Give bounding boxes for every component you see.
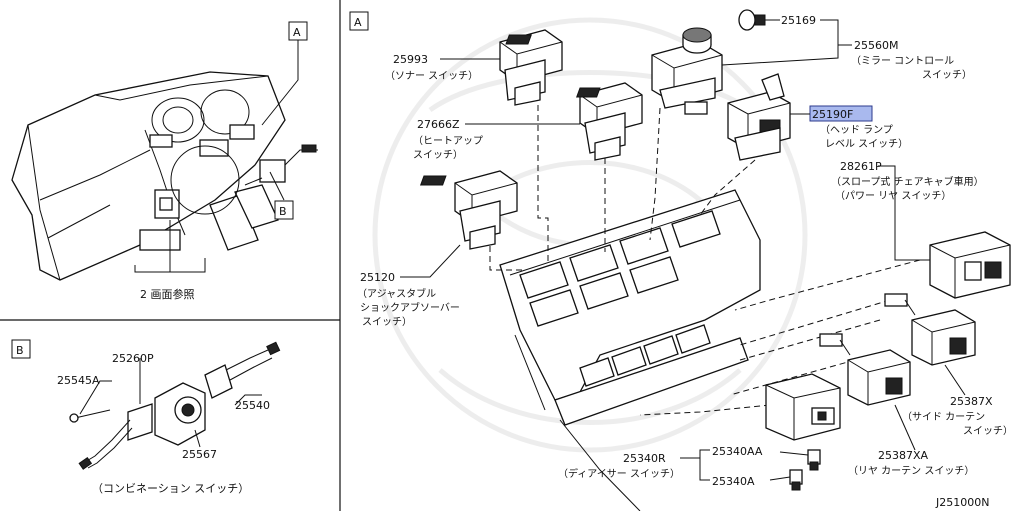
leader-25560M xyxy=(721,19,839,66)
part-desc-27666Z-2: スイッチ） xyxy=(413,149,463,161)
head-lamp-level-switch xyxy=(727,73,791,161)
callout-label-a-overview: A xyxy=(293,26,301,39)
part-number-25560M: 25560M xyxy=(854,39,898,52)
assembly-guide-lines xyxy=(489,105,921,416)
adjustable-shock-absorber-switch xyxy=(419,170,518,250)
leader-25340R-lower xyxy=(699,458,710,481)
part-number-25387XA: 25387XA xyxy=(878,449,929,462)
part-number-25567: 25567 xyxy=(182,448,217,461)
part-desc-25340R: （ディアイサー スイッチ） xyxy=(558,467,680,480)
part-number-28261P: 28261P xyxy=(840,160,882,173)
heat-up-switch xyxy=(576,82,643,161)
dashboard-overview xyxy=(11,40,318,281)
part-desc-25387X-2: スイッチ） xyxy=(963,425,1013,437)
part-desc-25560M-2: スイッチ） xyxy=(922,69,972,81)
leader-25387XA xyxy=(894,404,916,451)
callout-label-b-overview: B xyxy=(279,205,287,218)
leader-25387X xyxy=(944,364,966,396)
part-number-25545A: 25545A xyxy=(57,374,100,387)
overview-caption: 2 画面参照 xyxy=(140,287,195,301)
part-desc-27666Z-1: （ヒートアップ xyxy=(413,135,483,147)
rear-curtain-switch xyxy=(819,333,911,406)
part-number-27666Z: 27666Z xyxy=(417,118,460,131)
section-label-a: A xyxy=(354,16,362,29)
part-desc-25120-2: ショックアブソーバー xyxy=(360,301,460,314)
part-desc-28261P-1: （スロープ式 チェアキャブ車用） xyxy=(831,175,984,188)
power-rear-switch xyxy=(929,231,1011,299)
deicer-switch xyxy=(765,373,841,491)
part-desc-25190F-2: レベル スイッチ） xyxy=(825,138,908,150)
part-number-25260P: 25260P xyxy=(112,352,154,365)
leader-25340A xyxy=(769,476,791,481)
part-number-25340R: 25340R xyxy=(623,452,666,465)
part-number-25387X: 25387X xyxy=(950,395,993,408)
part-number-25340AA: 25340AA xyxy=(712,445,763,458)
section-box-b xyxy=(11,339,31,359)
part-desc-25387XA: （リヤ カーテン スイッチ） xyxy=(848,465,974,477)
part-number-25540: 25540 xyxy=(235,399,270,412)
leader-25120 xyxy=(400,244,461,278)
combination-switch-caption: （コンビネーション スイッチ） xyxy=(92,482,249,495)
leader-25340R xyxy=(680,449,710,459)
part-desc-25993: （ソナー スイッチ） xyxy=(385,70,478,82)
callout-box-b-overview xyxy=(274,200,294,220)
part-desc-25120-3: スイッチ） xyxy=(362,316,412,328)
section-box-a xyxy=(349,11,369,31)
part-number-25993: 25993 xyxy=(393,53,428,66)
diagram-code: J251000N xyxy=(935,496,989,509)
part-desc-25560M-1: （ミラー コントロール xyxy=(851,55,954,67)
section-label-b: B xyxy=(16,344,24,357)
sonar-switch xyxy=(499,29,563,106)
mirror-control-switch xyxy=(651,9,766,115)
part-number-25190F[interactable]: 25190F xyxy=(812,108,853,121)
part-number-25120: 25120 xyxy=(360,271,395,284)
combination-switch-drawing xyxy=(69,341,281,470)
part-number-25169: 25169 xyxy=(781,14,816,27)
part-desc-28261P-2: （パワー リヤ スイッチ） xyxy=(835,190,951,202)
part-desc-25387X-1: （サイド カーテン xyxy=(902,411,985,423)
part-desc-25120-1: （アジャスタブル xyxy=(357,287,436,300)
leader-28261P xyxy=(878,165,930,261)
part-desc-25190F-1: （ヘッド ランプ xyxy=(820,124,893,136)
leader-25340AA xyxy=(779,451,809,456)
callout-box-a-overview xyxy=(288,21,308,41)
side-curtain-switch xyxy=(884,293,976,366)
part-number-25340A: 25340A xyxy=(712,475,755,488)
center-console-panel xyxy=(499,189,761,511)
